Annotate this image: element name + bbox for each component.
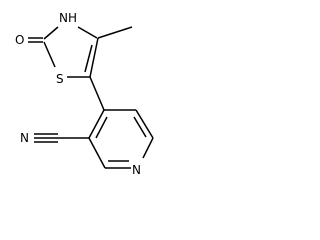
bond-c4-c5-inner: [84, 44, 93, 73]
bond-p5-p6: [135, 109, 154, 139]
nitrile-nitrogen-label: N: [20, 131, 29, 145]
bond-p2-p3: [88, 137, 106, 169]
bond-c2-n3: [43, 26, 59, 40]
bond-c4-methyl: [97, 26, 133, 39]
bond-c4-c5: [89, 37, 99, 78]
sulfur-atom-label: S: [56, 72, 64, 86]
bond-p3-p4-inner: [95, 116, 108, 139]
bond-c2-s1: [43, 41, 56, 68]
oxygen-atom-label: O: [15, 33, 24, 47]
bond-p6-n1: [142, 137, 154, 159]
bond-c5-pyridine: [89, 76, 105, 111]
bond-p3-p4: [88, 109, 105, 139]
chemical-structure: O NH S N N: [15, 11, 154, 177]
pyridine-nitrogen-label: N: [132, 163, 141, 177]
bond-p5-p6-inner: [133, 116, 147, 138]
nh-atom-label: NH: [59, 11, 77, 25]
bond-n3-c4: [77, 26, 98, 39]
